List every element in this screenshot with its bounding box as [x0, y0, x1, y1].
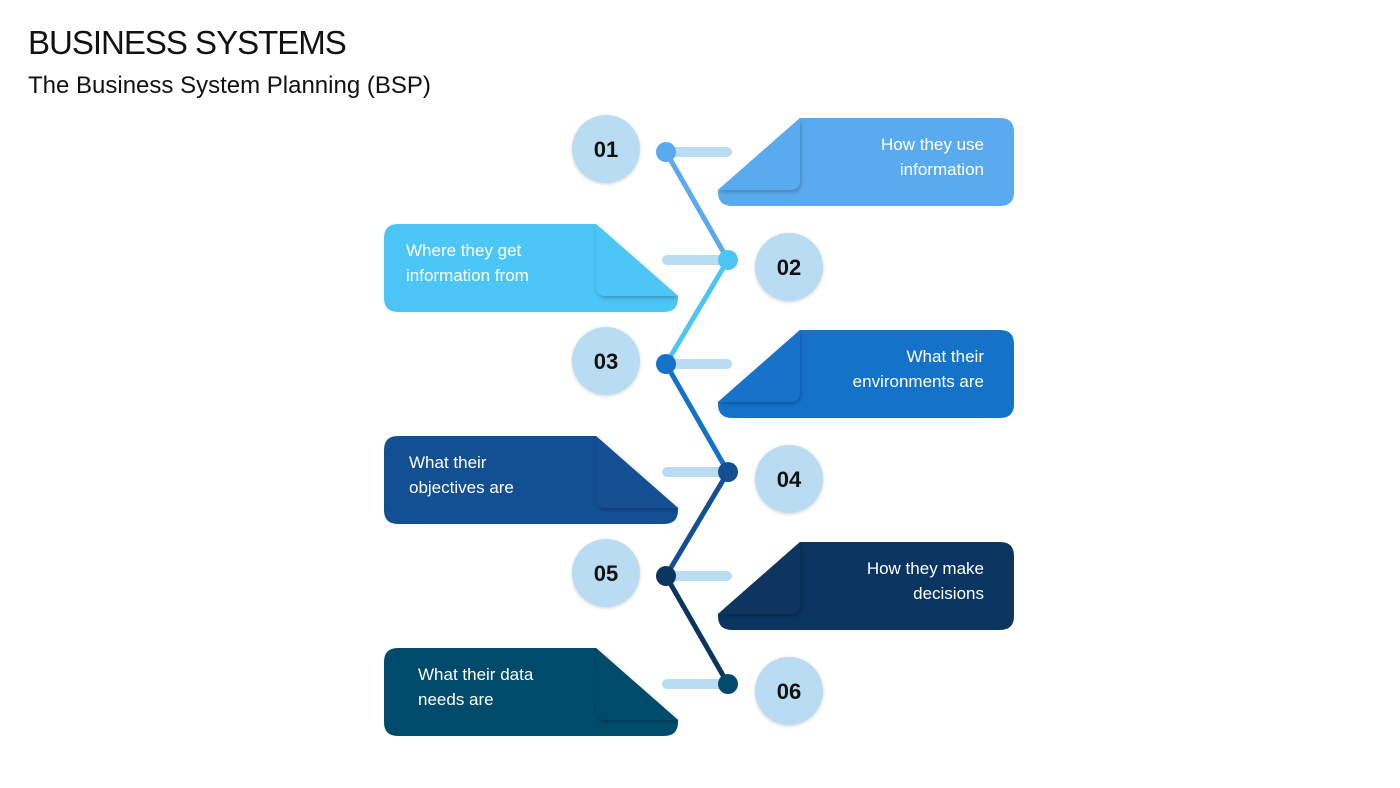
- zigzag-segment: [663, 149, 731, 263]
- zigzag-node: [656, 354, 676, 374]
- step-label-line: What their: [409, 453, 487, 472]
- step-label-line: Where they get: [406, 241, 522, 260]
- step-number: 02: [777, 255, 801, 280]
- page-title: BUSINESS SYSTEMS: [28, 24, 347, 61]
- zigzag-segment: [663, 361, 731, 475]
- folded-corner: [596, 648, 678, 720]
- number-circle: [572, 327, 640, 395]
- zigzag-node: [656, 566, 676, 586]
- step-label-line: information: [900, 160, 984, 179]
- step-01: 01 How they use information: [572, 115, 1014, 206]
- step-02: 02 Where they get information from: [384, 224, 823, 312]
- connector-bar: [670, 359, 732, 369]
- folded-corner: [596, 436, 678, 508]
- folded-corner: [596, 224, 678, 296]
- step-label: What their data needs are: [418, 665, 534, 709]
- step-05: 05 How they make decisions: [572, 539, 1014, 630]
- zigzag-node: [718, 462, 738, 482]
- zigzag-node: [718, 674, 738, 694]
- step-number: 06: [777, 679, 801, 704]
- step-number: 05: [594, 561, 618, 586]
- number-circle: [572, 539, 640, 607]
- folded-corner: [718, 330, 800, 402]
- connector-bar: [662, 679, 724, 689]
- connector-bar: [662, 467, 724, 477]
- step-number: 03: [594, 349, 618, 374]
- step-label-line: environments are: [853, 372, 984, 391]
- step-label-line: decisions: [913, 584, 984, 603]
- zigzag-segment: [663, 469, 731, 579]
- step-label-line: What their data: [418, 665, 534, 684]
- step-label-line: How they make: [867, 559, 984, 578]
- page-subtitle: The Business System Planning (BSP): [28, 72, 431, 99]
- step-number: 01: [594, 137, 618, 162]
- number-circle: [572, 115, 640, 183]
- zigzag-segment: [663, 257, 731, 367]
- step-label: What their objectives are: [409, 453, 514, 497]
- zigzag-node: [718, 250, 738, 270]
- step-04: 04 What their objectives are: [384, 436, 823, 524]
- step-label: How they make decisions: [867, 559, 984, 603]
- step-label: Where they get information from: [406, 241, 529, 285]
- connector-bar: [670, 571, 732, 581]
- folded-corner: [718, 118, 800, 190]
- step-06: 06 What their data needs are: [384, 648, 823, 736]
- connector-bar: [670, 147, 732, 157]
- connector-bar: [662, 255, 724, 265]
- step-number: 04: [777, 467, 802, 492]
- steps-layer: 01 How they use information 02 Where they ge…: [384, 115, 1014, 736]
- zigzag-segment: [663, 573, 731, 687]
- step-label: How they use information: [881, 135, 984, 179]
- number-circle: [755, 445, 823, 513]
- step-label-line: information from: [406, 266, 529, 285]
- zigzag-node: [656, 142, 676, 162]
- zigzag-connector-lines: [663, 149, 731, 687]
- step-label-line: How they use: [881, 135, 984, 154]
- step-label-line: needs are: [418, 690, 494, 709]
- number-circle: [755, 233, 823, 301]
- number-circle: [755, 657, 823, 725]
- step-label-line: objectives are: [409, 478, 514, 497]
- step-label: What their environments are: [853, 347, 985, 391]
- step-03: 03 What their environments are: [572, 327, 1014, 418]
- folded-corner: [718, 542, 800, 614]
- step-label-line: What their: [907, 347, 985, 366]
